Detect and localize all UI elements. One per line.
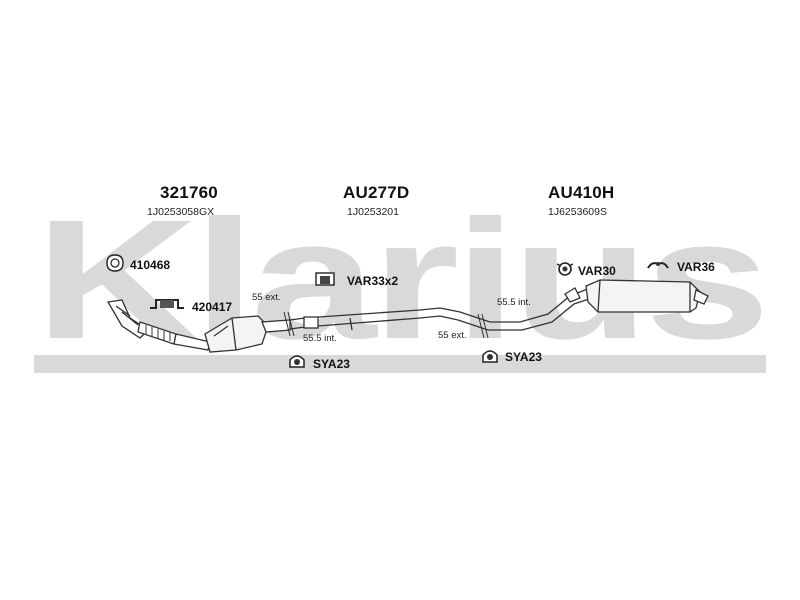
rubber-mount-icon-left (289, 355, 305, 368)
section-oem-ref-321760: 1J0253058GX (147, 206, 215, 218)
section-oem-ref-au277d: 1J0253201 (347, 206, 399, 218)
fitting-label-sya23-right: SYA23 (505, 350, 542, 364)
fitting-label-sya23-left: SYA23 (313, 357, 350, 371)
fitting-label-410468: 410468 (130, 258, 171, 272)
dimension-55-5-int-left: 55.5 int. (303, 333, 337, 344)
section-part-number-321760: 321760 (160, 183, 218, 202)
section-oem-ref-au410h: 1J6253609S (548, 206, 607, 218)
fitting-label-var30: VAR30 (578, 264, 616, 278)
dimension-55-ext-left: 55 ext. (252, 292, 281, 303)
fitting-label-420417: 420417 (192, 300, 233, 314)
rear-pipe-silencer (488, 279, 709, 331)
section-part-number-au277d: AU277D (343, 183, 410, 202)
svg-text:Klarius: Klarius (35, 185, 765, 375)
hanger-icon (647, 262, 669, 269)
joint-marks (283, 311, 489, 339)
fitting-label-var33x2: VAR33x2 (347, 274, 399, 288)
dimension-55-ext-right: 55 ext. (438, 330, 467, 341)
rubber-mount-icon-right (482, 350, 498, 363)
gasket-icon (106, 254, 124, 272)
dimension-55-5-int-right: 55.5 int. (497, 297, 531, 308)
front-downpipe (106, 299, 211, 351)
middle-pipe (289, 307, 491, 331)
clamp-icon (150, 299, 184, 309)
bracket-icon (315, 272, 335, 286)
catalytic-converter (204, 315, 291, 353)
fitting-label-var36: VAR36 (677, 260, 715, 274)
section-part-number-au410h: AU410H (548, 183, 615, 202)
mount-icon (556, 262, 574, 276)
